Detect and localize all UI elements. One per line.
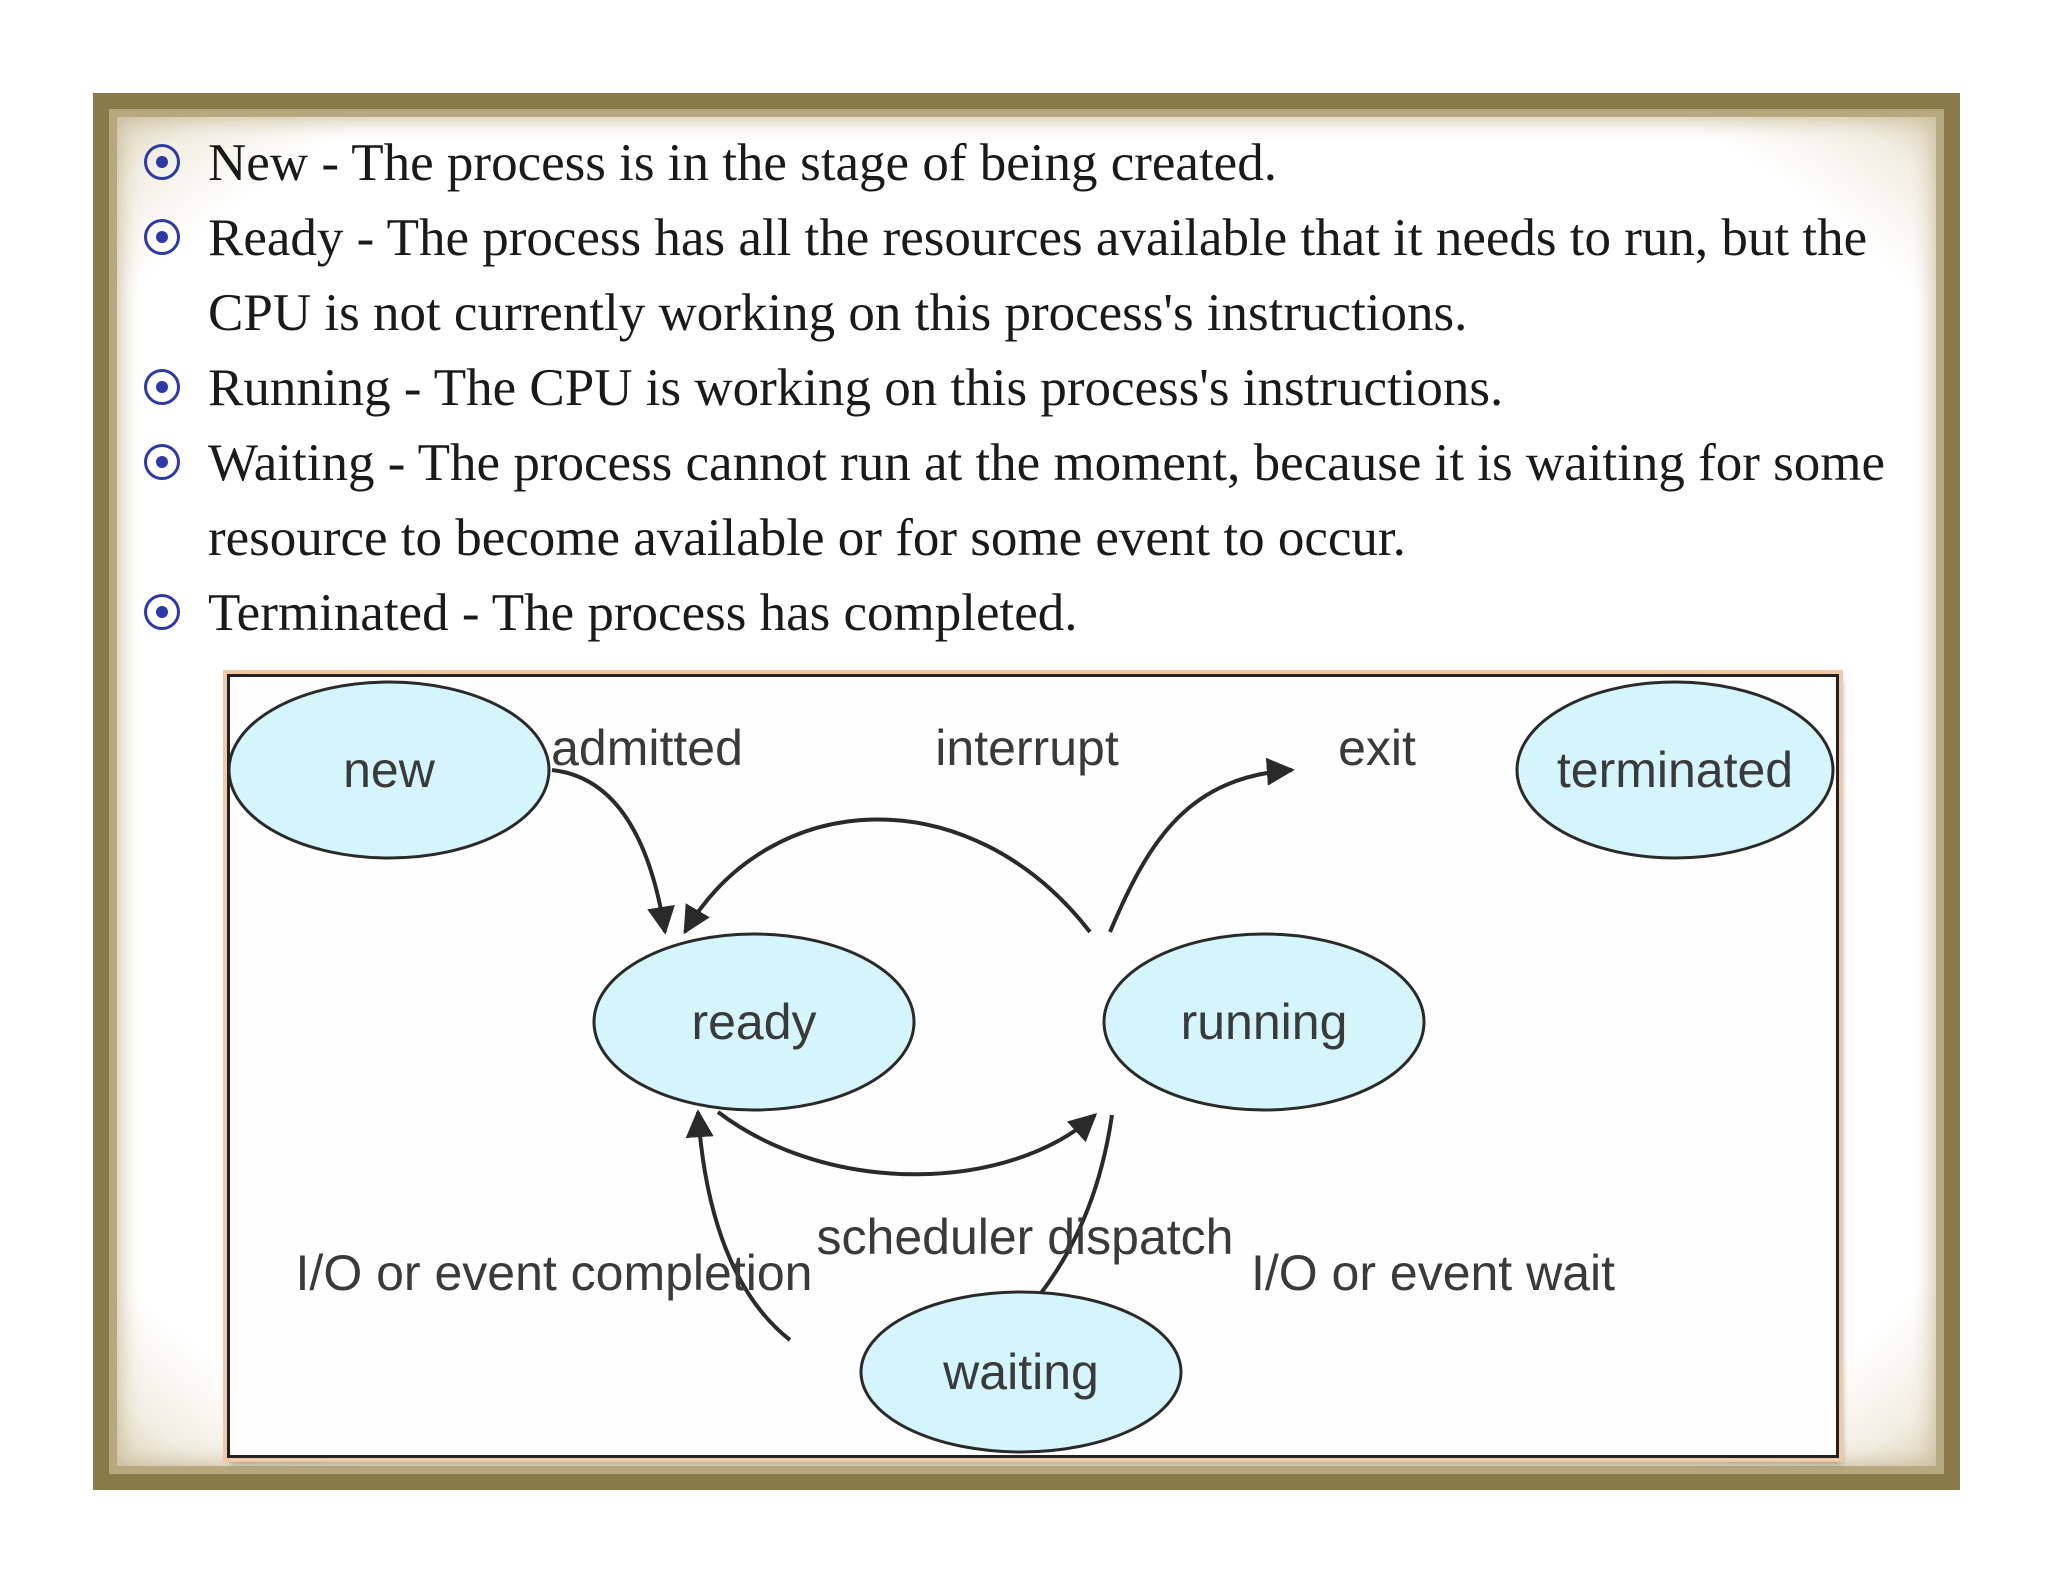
circle-bullet-icon	[144, 219, 180, 255]
bullet-text: New - The process is in the stage of bei…	[208, 134, 1277, 192]
bullet-item-new: New - The process is in the stage of bei…	[136, 126, 1926, 201]
edge-interrupt	[683, 817, 1092, 935]
label-io-event-wait: I/O or event wait	[1251, 1245, 1615, 1301]
circle-bullet-icon	[144, 444, 180, 480]
edge-admitted	[551, 768, 675, 935]
label-exit: exit	[1338, 720, 1416, 776]
state-label-running: running	[1181, 994, 1348, 1050]
state-diagram-svg: new terminated ready running waiting adm…	[230, 680, 1835, 1454]
bullet-list: New - The process is in the stage of bei…	[136, 126, 1926, 651]
state-label-terminated: terminated	[1557, 742, 1793, 798]
label-admitted: admitted	[551, 720, 743, 776]
bullet-item-terminated: Terminated - The process has completed.	[136, 576, 1926, 651]
state-terminated: terminated	[1515, 680, 1835, 860]
bullet-text: Running - The CPU is working on this pro…	[208, 359, 1504, 417]
bullet-text: Waiting - The process cannot run at the …	[208, 434, 1886, 567]
state-running: running	[1102, 932, 1426, 1112]
bullet-text: Ready - The process has all the resource…	[208, 209, 1868, 342]
circle-bullet-icon	[144, 144, 180, 180]
bullet-item-ready: Ready - The process has all the resource…	[136, 201, 1926, 351]
state-new: new	[230, 680, 551, 860]
bullet-item-running: Running - The CPU is working on this pro…	[136, 351, 1926, 426]
label-interrupt: interrupt	[935, 720, 1119, 776]
label-io-event-completion: I/O or event completion	[296, 1245, 813, 1301]
state-label-new: new	[343, 742, 436, 798]
edge-exit	[1108, 757, 1295, 933]
circle-bullet-icon	[144, 369, 180, 405]
state-label-ready: ready	[691, 994, 816, 1050]
state-ready: ready	[592, 932, 916, 1112]
edge-io-event-completion	[685, 1109, 792, 1342]
circle-bullet-icon	[144, 594, 180, 630]
label-scheduler-dispatch: scheduler dispatch	[817, 1209, 1234, 1265]
state-waiting: waiting	[859, 1290, 1183, 1454]
state-label-waiting: waiting	[942, 1344, 1099, 1400]
bullet-item-waiting: Waiting - The process cannot run at the …	[136, 426, 1926, 576]
bullet-text: Terminated - The process has completed.	[208, 584, 1078, 642]
edge-scheduler-dispatch	[716, 1110, 1098, 1177]
process-state-diagram: new terminated ready running waiting adm…	[227, 674, 1839, 1458]
